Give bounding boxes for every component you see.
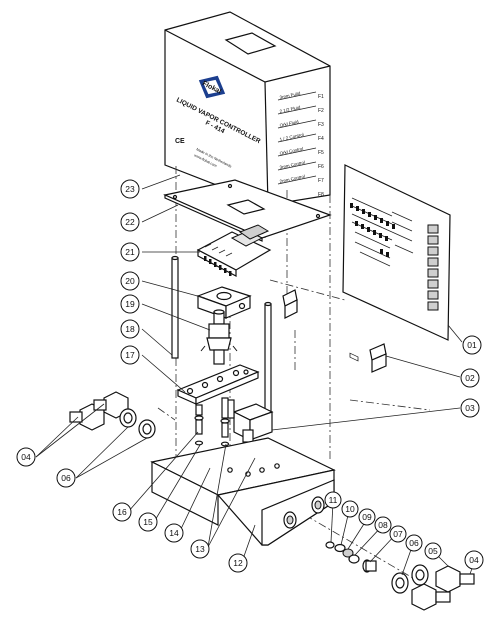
svg-text:09: 09 [362,512,372,522]
svg-text:17: 17 [125,350,135,360]
ce-mark: CE [175,138,185,145]
svg-text:04: 04 [469,555,479,565]
svg-text:3mm Fuild: 3mm Fuild [279,91,301,100]
svg-text:10: 10 [345,504,355,514]
callout-21: 21 [120,242,140,262]
callout-02: 02 [460,368,480,388]
callout-10: 10 [341,500,359,518]
relay-board [196,224,272,277]
svg-text:15: 15 [143,517,153,527]
channel-label: F7 [318,178,324,184]
callout-04-right: 04 [464,550,484,570]
sensor-probe [200,309,238,365]
flokal-logo: Flokal [198,75,226,99]
callout-01: 01 [462,335,482,355]
svg-text:13: 13 [195,544,205,554]
manifold-block [150,437,336,546]
svg-text:04: 04 [21,452,31,462]
svg-text:2 1/2 Fluid: 2 1/2 Fluid [279,105,301,114]
controller-housing: 3mm Fuild 2 1/2 Fluid Orkl Fluid 1 / 2 C… [164,11,331,206]
part-callouts: 23 22 21 20 19 18 17 01 02 03 04 06 16 1… [16,179,484,573]
spacer-rod-left [171,255,179,359]
callout-15: 15 [138,512,158,532]
channel-label: F8 [318,192,324,198]
svg-text:01: 01 [467,340,477,350]
svg-text:19: 19 [125,299,135,309]
callout-04-left: 04 [16,447,36,467]
svg-text:12: 12 [233,558,243,568]
svg-text:03: 03 [465,403,475,413]
callout-17: 17 [120,345,140,365]
outlet-fittings-right [325,541,475,611]
callout-07: 07 [389,525,407,543]
svg-text:Orkl Fluid: Orkl Fluid [279,119,299,128]
callout-09: 09 [358,508,376,526]
mounting-bracket-upper [282,289,298,319]
callout-08: 08 [374,516,392,534]
callout-05: 05 [424,542,442,560]
svg-text:21: 21 [125,247,135,257]
svg-text:06: 06 [409,538,419,548]
spacer-rod-right [264,301,272,415]
callout-18: 18 [120,319,140,339]
callout-03: 03 [460,398,480,418]
callout-14: 14 [164,523,184,543]
solenoid-valve [224,399,274,443]
callout-20: 20 [120,271,140,291]
svg-text:18: 18 [125,324,135,334]
svg-text:3mm Control: 3mm Control [279,160,305,170]
channel-label: F1 [318,94,324,100]
svg-text:06: 06 [61,473,71,483]
mounting-bracket-lower [369,343,387,373]
svg-text:14: 14 [169,528,179,538]
callout-06-left: 06 [56,468,76,488]
svg-text:05: 05 [428,546,438,556]
channel-label: F3 [318,122,324,128]
channel-label: F6 [318,164,324,170]
svg-text:1 / 2 Control: 1 / 2 Control [279,132,304,142]
channel-label: F5 [318,150,324,156]
svg-text:08: 08 [378,520,388,530]
base-plate [163,179,332,242]
callout-16: 16 [112,502,132,522]
callout-12: 12 [228,553,248,573]
callout-22: 22 [120,212,140,232]
svg-text:23: 23 [125,184,135,194]
leader-lines [35,174,476,576]
svg-text:02: 02 [465,373,475,383]
inlet-fittings-left [69,391,156,439]
channel-label: F2 [318,108,324,114]
callout-06-right: 06 [405,534,423,552]
svg-text:Orkl Control: Orkl Control [279,146,304,156]
callout-19: 19 [120,294,140,314]
nozzle-fittings [194,397,230,438]
callout-23: 23 [120,179,140,199]
svg-text:22: 22 [125,217,135,227]
svg-text:16: 16 [117,507,127,517]
svg-text:20: 20 [125,276,135,286]
channel-label: F4 [318,136,324,142]
svg-text:07: 07 [393,529,403,539]
circuit-board [342,164,451,362]
svg-text:2mm Control: 2mm Control [279,174,305,184]
callout-11: 11 [324,491,342,509]
callout-13: 13 [190,539,210,559]
svg-text:11: 11 [329,495,338,505]
mounting-plate [176,364,260,405]
